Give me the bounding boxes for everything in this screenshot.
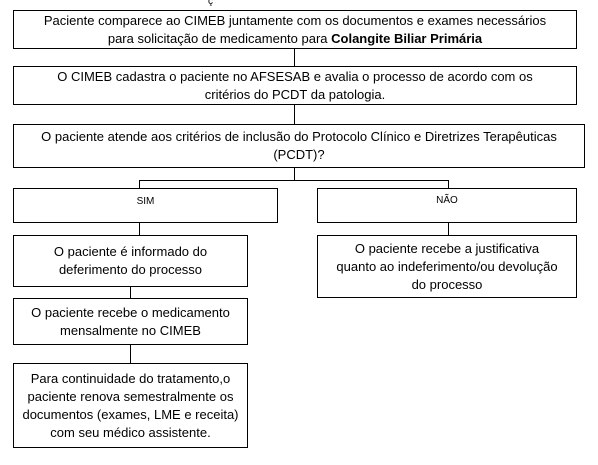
connector-yes-1 — [139, 223, 140, 235]
yes-receives-line1: O paciente recebe o medicamento — [31, 304, 230, 320]
top-text-fragment: ç — [208, 0, 213, 7]
connector-decision-down — [294, 168, 295, 180]
branch-no-box: NÃO — [317, 188, 577, 223]
step-registration-line1: O CIMEB cadastra o paciente no AFSESAB e… — [57, 68, 533, 84]
yes-renewal-line3: documentos (exames, LME e receita) — [22, 406, 239, 422]
yes-renewal-line4: com seu médico assistente. — [50, 424, 211, 440]
yes-informed-box: O paciente é informado do deferimento do… — [13, 235, 248, 287]
step-patient-arrives-box: Paciente comparece ao CIMEB juntamente c… — [13, 10, 577, 49]
connector-no-1 — [448, 223, 449, 235]
no-justification-line3: do processo — [411, 276, 483, 292]
yes-receives-line2: mensalmente no CIMEB — [60, 322, 201, 338]
step-patient-arrives-text: Paciente comparece ao CIMEB juntamente c… — [44, 12, 546, 48]
yes-informed-line1: O paciente é informado do — [53, 244, 208, 259]
yes-receives-box: O paciente recebe o medicamento mensalme… — [13, 298, 248, 345]
yes-informed-line2: deferimento do processo — [58, 262, 203, 277]
yes-receives-text: O paciente recebe o medicamento mensalme… — [31, 304, 230, 340]
branch-no-label: NÃO — [436, 195, 458, 206]
decision-criteria-box: O paciente atende aos critérios de inclu… — [13, 124, 585, 168]
decision-criteria-line1: O paciente atende aos critérios de inclu… — [41, 129, 557, 144]
yes-informed-text: O paciente é informado do deferimento do… — [54, 243, 207, 279]
disease-name: Colangite Biliar Primária — [331, 30, 483, 46]
yes-renewal-line2: paciente renova semestralmente os — [27, 388, 234, 404]
yes-renewal-text: Para continuidade do tratamento,o pacien… — [22, 370, 238, 442]
branch-yes-label: SIM — [136, 196, 155, 207]
step-patient-arrives-line2-prefix: para solicitação de medicamento para — [107, 30, 332, 46]
connector-1 — [294, 49, 295, 66]
yes-renewal-box: Para continuidade do tratamento,o pacien… — [13, 363, 248, 448]
connector-no-down — [448, 180, 449, 188]
no-justification-line2: quanto ao indeferimento/ou devolução — [336, 258, 558, 274]
connector-2 — [294, 105, 295, 124]
yes-renewal-line1: Para continuidade do tratamento,o — [30, 370, 231, 386]
decision-criteria-line2: (PCDT)? — [273, 147, 325, 162]
no-justification-box: O paciente recebe a justificativa quanto… — [317, 235, 577, 298]
step-patient-arrives-line2: para solicitação de medicamento para Col… — [44, 30, 546, 48]
branch-yes-box: SIM — [13, 188, 278, 223]
step-registration-text: O CIMEB cadastra o paciente no AFSESAB e… — [57, 68, 532, 104]
step-patient-arrives-line1: Paciente comparece ao CIMEB juntamente c… — [43, 12, 547, 28]
no-justification-text: O paciente recebe a justificativa quanto… — [336, 240, 557, 294]
connector-yes-down — [139, 180, 140, 188]
no-justification-line1: O paciente recebe a justificativa — [354, 240, 540, 256]
step-registration-box: O CIMEB cadastra o paciente no AFSESAB e… — [13, 66, 577, 105]
connector-yes-2 — [130, 287, 131, 298]
connector-yes-3 — [130, 345, 131, 363]
step-registration-line2: critérios do PCDT da patologia. — [204, 86, 386, 102]
decision-criteria-text: O paciente atende aos critérios de inclu… — [41, 128, 557, 164]
connector-branch-split — [139, 180, 448, 181]
